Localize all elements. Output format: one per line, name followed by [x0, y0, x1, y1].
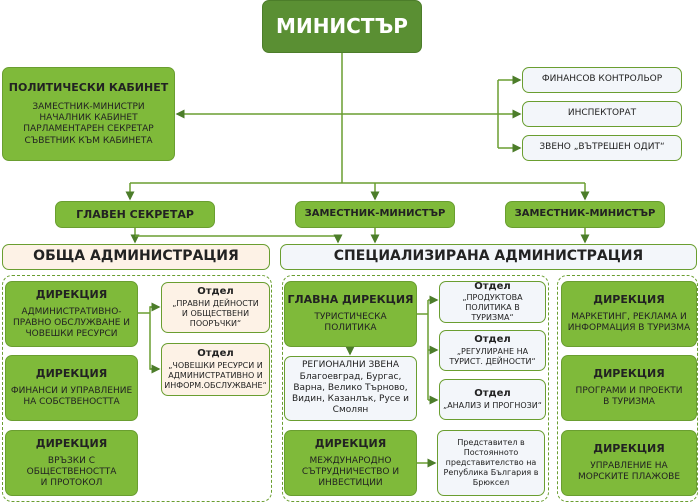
inspectorate-box: ИНСПЕКТОРАТ — [522, 101, 682, 127]
department-title: Отдел — [474, 388, 511, 400]
directorate-box: ДИРЕКЦИЯ ФИНАНСИ И УПРАВЛЕНИЕ НА СОБСТВЕН… — [5, 355, 138, 421]
cabinet-line: СЪВЕТНИК КЪМ КАБИНЕТА — [24, 135, 153, 146]
directorate-title: ДИРЕКЦИЯ — [35, 367, 108, 381]
directorate-box: ДИРЕКЦИЯ УПРАВЛЕНИЕ НА МОРСКИТЕ ПЛАЖОВЕ — [561, 430, 697, 496]
special-admin-container — [282, 275, 549, 502]
directorate-text: ВРЪЗКИ С ОБЩЕСТВЕНОСТТА И ПРОТОКОЛ — [26, 455, 117, 489]
directorate-title: ДИРЕКЦИЯ — [593, 293, 665, 307]
representative-box: Представител в Постоянното представителс… — [437, 430, 545, 496]
directorate-box: ДИРЕКЦИЯ МАРКЕТИНГ, РЕКЛАМА И ИНФОРМАЦИЯ … — [561, 281, 697, 347]
directorate-box: ДИРЕКЦИЯ МЕЖДУНАРОДНО СЪТРУДНИЧЕСТВО И ИН… — [284, 430, 417, 496]
general-admin-header: ОБЩА АДМИНИСТРАЦИЯ — [2, 244, 270, 270]
department-title: Отдел — [197, 348, 234, 360]
regional-title: РЕГИОНАЛНИ ЗВЕНА — [301, 360, 400, 371]
department-box: Отдел„РЕГУЛИРАНЕ НА ТУРИСТ. ДЕЙНОСТИ“ — [439, 330, 546, 371]
directorate-box: ДИРЕКЦИЯ ВРЪЗКИ С ОБЩЕСТВЕНОСТТА И ПРОТОК… — [5, 430, 138, 496]
department-text: „ЧОВЕШКИ РЕСУРСИ И АДМИНИСТРАТИВНО И ИНФ… — [164, 360, 267, 390]
deputy-minister-box: ЗАМЕСТНИК-МИНИСТЪР — [295, 201, 455, 228]
directorate-title: ГЛАВНА ДИРЕКЦИЯ — [287, 293, 414, 307]
directorate-box: ДИРЕКЦИЯ АДМИНИСТРАТИВНО-ПРАВНО ОБСЛУЖВАН… — [5, 281, 138, 347]
deputy-minister-box: ЗАМЕСТНИК-МИНИСТЪР — [505, 201, 665, 228]
department-box: Отдел„ЧОВЕШКИ РЕСУРСИ И АДМИНИСТРАТИВНО … — [161, 343, 270, 396]
directorate-text: ПРОГРАМИ И ПРОЕКТИ В ТУРИЗМА — [575, 386, 683, 408]
department-title: Отдел — [474, 280, 511, 292]
directorate-title: ДИРЕКЦИЯ — [314, 436, 387, 450]
cabinet-title: ПОЛИТИЧЕСКИ КАБИНЕТ — [8, 81, 169, 95]
financial-controller-box: ФИНАНСОВ КОНТРОЛЬОР — [522, 67, 682, 93]
directorate-text: ТУРИСТИЧЕСКА ПОЛИТИКА — [314, 312, 387, 334]
minister-box: МИНИСТЪР — [262, 0, 422, 53]
department-box: Отдел„АНАЛИЗ И ПРОГНОЗИ“ — [439, 379, 546, 420]
directorate-title: ДИРЕКЦИЯ — [593, 367, 665, 381]
directorate-text: ФИНАНСИ И УПРАВЛЕНИЕ НА СОБСТВЕНОСТТА — [10, 386, 133, 408]
political-cabinet-box: ПОЛИТИЧЕСКИ КАБИНЕТ ЗАМЕСТНИК-МИНИСТРИ Н… — [2, 67, 175, 161]
internal-audit-box: ЗВЕНО „ВЪТРЕШЕН ОДИТ“ — [522, 135, 682, 161]
department-text: „РЕГУЛИРАНЕ НА ТУРИСТ. ДЕЙНОСТИ“ — [449, 346, 536, 366]
directorate-title: ДИРЕКЦИЯ — [593, 442, 665, 456]
main-directorate-box: ГЛАВНА ДИРЕКЦИЯ ТУРИСТИЧЕСКА ПОЛИТИКА — [284, 281, 417, 347]
directorate-text: МЕЖДУНАРОДНО СЪТРУДНИЧЕСТВО И ИНВЕСТИЦИИ — [301, 455, 400, 489]
department-box: Отдел„ПРАВНИ ДЕЙНОСТИ И ОБЩЕСТВЕНИ ПООРЪ… — [161, 282, 270, 333]
chief-secretary-box: ГЛАВЕН СЕКРЕТАР — [55, 201, 215, 228]
department-text: „ПРОДУКТОВА ПОЛИТИКА В ТУРИЗМА“ — [462, 293, 523, 323]
directorate-text: МАРКЕТИНГ, РЕКЛАМА И ИНФОРМАЦИЯ В ТУРИЗМ… — [567, 312, 691, 334]
directorate-text: АДМИНИСТРАТИВНО-ПРАВНО ОБСЛУЖВАНЕ И ЧОВЕ… — [12, 306, 131, 340]
special-admin-right-container — [557, 275, 698, 502]
department-text: „ПРАВНИ ДЕЙНОСТИ И ОБЩЕСТВЕНИ ПООРЪЧКИ“ — [172, 298, 259, 328]
department-title: Отдел — [197, 286, 234, 298]
directorate-box: ДИРЕКЦИЯ ПРОГРАМИ И ПРОЕКТИ В ТУРИЗМА — [561, 355, 697, 421]
directorate-text: УПРАВЛЕНИЕ НА МОРСКИТЕ ПЛАЖОВЕ — [577, 461, 681, 483]
cabinet-line: ЗАМЕСТНИК-МИНИСТРИ — [32, 101, 145, 112]
directorate-title: ДИРЕКЦИЯ — [35, 436, 108, 450]
directorate-title: ДИРЕКЦИЯ — [35, 287, 108, 301]
cabinet-line: НАЧАЛНИК КАБИНЕТ — [39, 113, 138, 124]
department-title: Отдел — [474, 334, 511, 346]
department-text: „АНАЛИЗ И ПРОГНОЗИ“ — [443, 400, 542, 410]
department-box: Отдел„ПРОДУКТОВА ПОЛИТИКА В ТУРИЗМА“ — [439, 281, 546, 323]
general-admin-container — [2, 275, 272, 502]
regional-text: Благоевград, Бургас, Варна, Велико Търно… — [291, 371, 409, 416]
special-admin-header: СПЕЦИАЛИЗИРАНА АДМИНИСТРАЦИЯ — [280, 244, 697, 270]
cabinet-line: ПАРЛАМЕНТАРЕН СЕКРЕТАР — [23, 124, 154, 135]
